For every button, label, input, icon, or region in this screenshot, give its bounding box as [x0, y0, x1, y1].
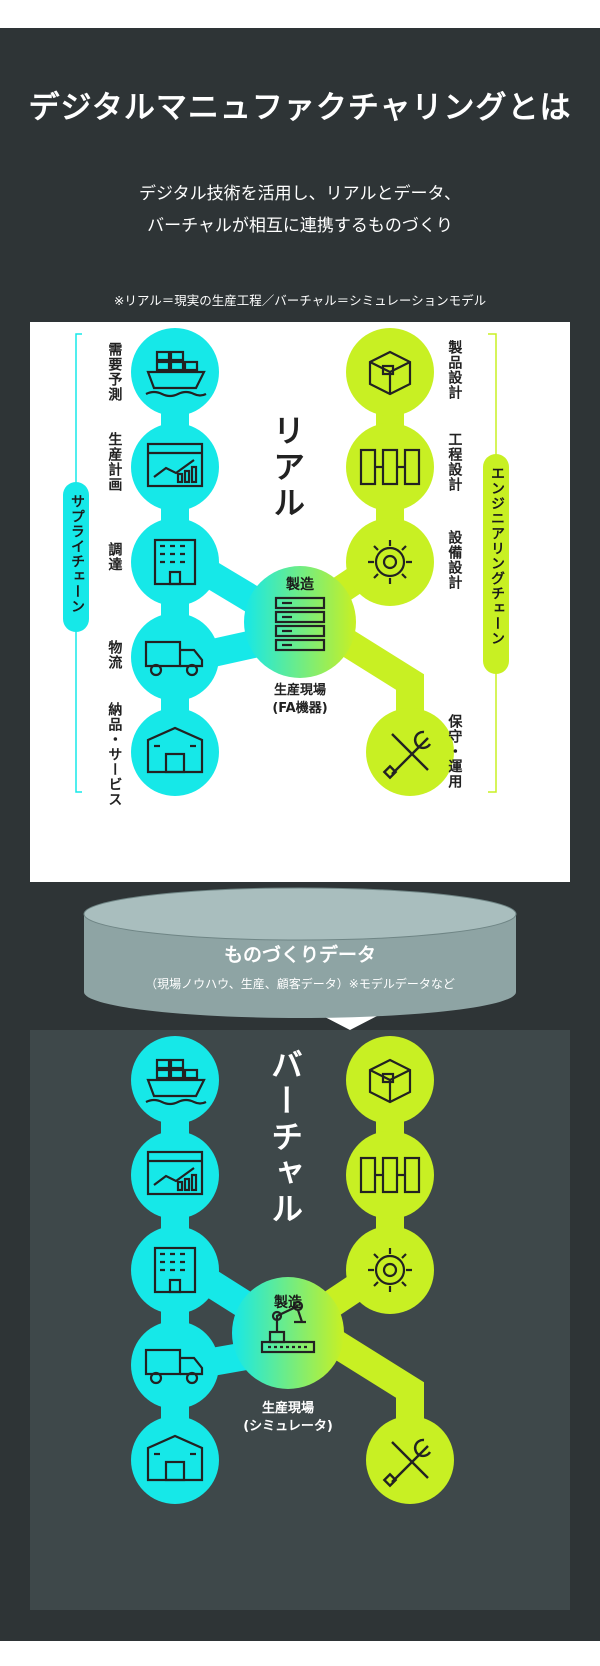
engineering-chain-pill — [483, 454, 509, 674]
eng-node-process — [346, 423, 434, 511]
virtual-network — [131, 1036, 454, 1504]
real-label: リアル — [268, 414, 306, 522]
warehouse-icon — [146, 1434, 204, 1482]
real-network — [75, 328, 497, 796]
data-store-subtitle: （現場ノウハウ、生産、顧客データ）※モデルデータなど — [145, 977, 455, 991]
real-site-label: 生産現場 (FA機器) — [230, 682, 370, 718]
eng-node-equipment — [346, 518, 434, 606]
eng-label-maintenance: 保守・運用 — [446, 714, 463, 789]
virtual-site-label: 生産現場 (シミュレータ) — [218, 1400, 358, 1436]
supply-label-delivery: 納品・サービス — [106, 702, 123, 807]
process-flow-icon — [359, 448, 421, 486]
subtitle-line-1: デジタル技術を活用し、リアルとデータ、 — [139, 184, 461, 204]
supply-chain-pill — [63, 482, 89, 632]
eng-label-equipment: 設備設計 — [446, 530, 463, 590]
virtual-site-line-2: (シミュレータ) — [243, 1419, 333, 1434]
virtual-label: バーチャル — [266, 1048, 304, 1228]
virtual-manufacturing-hub — [232, 1277, 344, 1389]
cargo-ship-icon — [145, 350, 207, 398]
real-hub-label: 製造 — [286, 577, 314, 593]
virtual-site-line-1: 生産現場 — [261, 1401, 314, 1416]
virtual-engineering-nodes — [346, 1036, 454, 1504]
real-site-line-1: 生産現場 — [273, 683, 326, 698]
gear-icon — [368, 540, 412, 584]
building-icon — [153, 1246, 197, 1294]
server-rack-icon — [274, 596, 326, 652]
data-store-title: ものづくりデータ — [223, 944, 376, 966]
supply-node-plan — [131, 423, 219, 511]
truck-icon — [144, 640, 204, 677]
truck-icon — [144, 1348, 204, 1385]
gear-icon — [368, 1248, 412, 1292]
real-panel: リアル 製造 生産現場 (FA機器) 需要予測 生産計画 調達 物流 納品・サー… — [30, 322, 570, 882]
real-site-line-2: (FA機器) — [272, 701, 328, 716]
supply-node-logistics — [131, 613, 219, 701]
cargo-ship-icon — [145, 1058, 207, 1106]
supply-node-delivery — [131, 708, 219, 796]
box-icon — [368, 1058, 412, 1104]
supply-label-demand: 需要予測 — [106, 342, 123, 402]
supply-chain-label: サプライチェーン — [69, 494, 85, 614]
robot-arm-icon — [260, 1300, 316, 1354]
definition-note: ※リアル＝現実の生産工程／バーチャル＝シミュレーションモデル — [113, 293, 487, 308]
page-subtitle: デジタル技術を活用し、リアルとデータ、 バーチャルが相互に連携するものづくり — [0, 178, 600, 242]
eng-label-process: 工程設計 — [446, 432, 463, 492]
warehouse-icon — [146, 726, 204, 774]
supply-label-plan: 生産計画 — [106, 432, 123, 492]
chart-window-icon — [146, 442, 204, 488]
subtitle-line-2: バーチャルが相互に連携するものづくり — [147, 216, 453, 236]
wrench-screwdriver-icon — [382, 1438, 432, 1488]
supply-label-procure: 調達 — [106, 542, 123, 572]
eng-label-product: 製品設計 — [446, 340, 463, 400]
box-icon — [368, 350, 412, 396]
virtual-hub-label: 製造 — [274, 1295, 302, 1311]
virtual-panel: バーチャル 製造 生産現場 (シミュレータ) — [30, 1030, 570, 1610]
supply-label-logistics: 物流 — [106, 640, 123, 670]
process-flow-icon — [359, 1156, 421, 1194]
page-title: デジタルマニュファクチャリングとは — [28, 90, 572, 126]
building-icon — [153, 538, 197, 586]
wrench-screwdriver-icon — [382, 730, 432, 780]
engineering-chain-label: エンジニアリングチェーン — [489, 466, 505, 646]
chart-window-icon — [146, 1150, 204, 1196]
data-cylinder — [83, 887, 517, 1018]
